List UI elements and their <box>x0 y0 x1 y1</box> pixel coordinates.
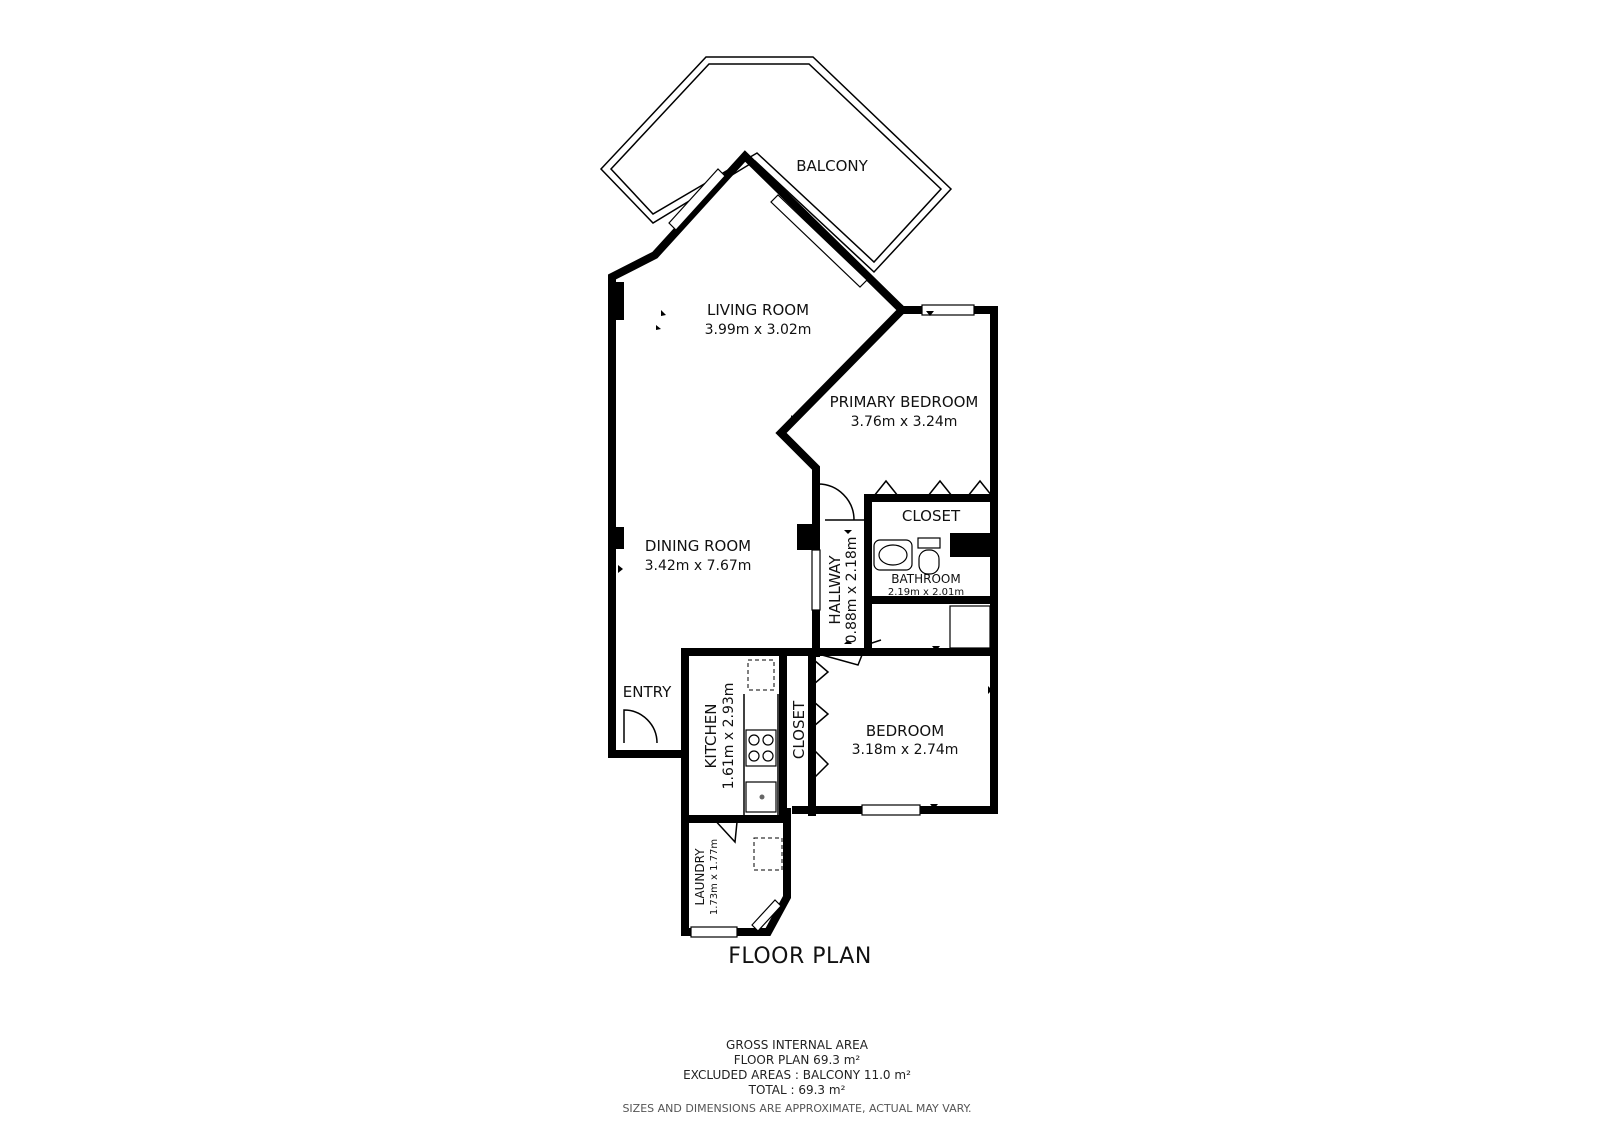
balcony-label: BALCONY <box>796 157 868 175</box>
windows <box>668 168 975 938</box>
area-total: TOTAL : 69.3 m² <box>748 1083 846 1097</box>
bedroom-closet-label: CLOSET <box>790 700 808 759</box>
kitchen-dims: 1.61m x 2.93m <box>721 683 737 790</box>
openings <box>688 648 742 655</box>
area-heading: GROSS INTERNAL AREA <box>726 1038 869 1052</box>
dining-room-dims: 3.42m x 7.67m <box>645 558 752 574</box>
laundry-dims: 1.73m x 1.77m <box>709 839 720 915</box>
labels: BALCONY LIVING ROOM 3.99m x 3.02m PRIMAR… <box>623 157 979 969</box>
primary-bedroom-dims: 3.76m x 3.24m <box>851 414 958 430</box>
bathroom-dims: 2.19m x 2.01m <box>888 587 964 598</box>
primary-closet-label: CLOSET <box>902 507 961 525</box>
area-summary: GROSS INTERNAL AREA FLOOR PLAN 69.3 m² E… <box>622 1038 971 1115</box>
kitchen-label: KITCHEN <box>702 704 720 769</box>
laundry-label: LAUNDRY <box>693 848 707 906</box>
living-room-dims: 3.99m x 3.02m <box>705 322 812 338</box>
bedroom-label: BEDROOM <box>866 722 944 740</box>
entry-label: ENTRY <box>623 683 672 701</box>
bathroom-label: BATHROOM <box>891 572 960 586</box>
wall-blocks <box>612 282 994 557</box>
area-floor-plan: FLOOR PLAN 69.3 m² <box>734 1053 861 1067</box>
area-excluded: EXCLUDED AREAS : BALCONY 11.0 m² <box>683 1068 911 1082</box>
plan-title: FLOOR PLAN <box>728 944 872 969</box>
markers <box>618 310 994 809</box>
exterior-walls <box>608 150 998 936</box>
doors <box>623 483 882 844</box>
dining-room-label: DINING ROOM <box>645 537 751 555</box>
fixtures <box>743 537 991 871</box>
closet-door-markers <box>813 479 993 779</box>
hallway-label: HALLWAY <box>826 555 844 625</box>
balcony-outline <box>599 56 953 274</box>
primary-bedroom-label: PRIMARY BEDROOM <box>830 393 979 411</box>
hallway-dims: 0.88m x 2.18m <box>844 537 860 644</box>
bedroom-dims: 3.18m x 2.74m <box>852 742 959 758</box>
living-room-label: LIVING ROOM <box>707 301 809 319</box>
area-disclaimer: SIZES AND DIMENSIONS ARE APPROXIMATE, AC… <box>622 1102 971 1115</box>
